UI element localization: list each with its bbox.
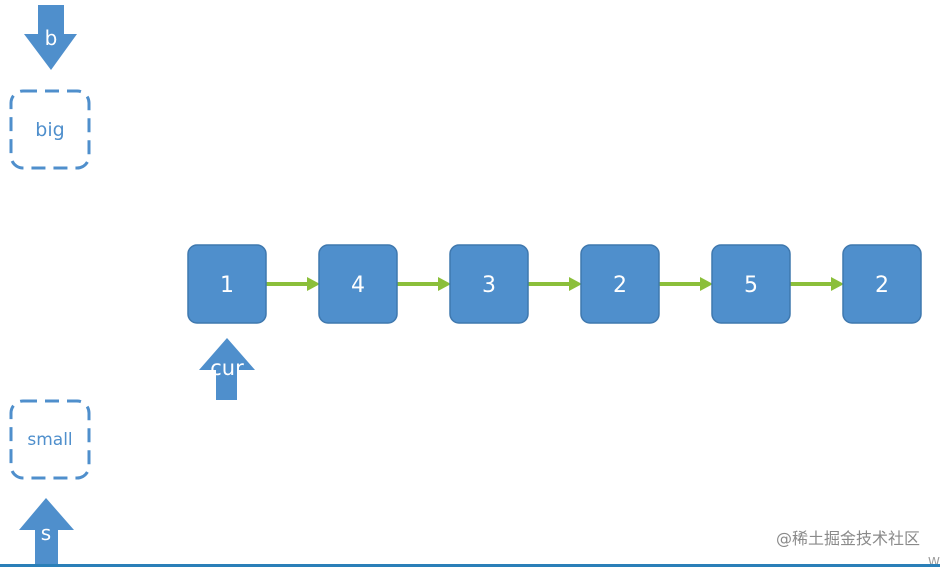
list-node-value: 2 — [875, 273, 889, 298]
list-node — [187, 244, 267, 324]
arrow-head-icon — [831, 277, 844, 291]
pointer-b-label: b — [45, 26, 58, 50]
pointer-cur-label: cur — [210, 356, 244, 380]
small-dashed-box — [9, 399, 91, 480]
pointer-b: b — [24, 5, 77, 70]
small-list-placeholder: small — [9, 399, 91, 480]
up-arrow-icon — [19, 498, 74, 567]
list-node-value: 4 — [351, 273, 365, 298]
list-node — [842, 244, 922, 324]
big-dashed-box — [9, 89, 91, 170]
list-node-value: 1 — [220, 273, 234, 298]
up-arrow-icon — [199, 338, 255, 400]
list-node — [711, 244, 791, 324]
pointer-cur: cur — [199, 338, 255, 400]
arrow-head-icon — [307, 277, 320, 291]
pointer-s: s — [19, 498, 74, 567]
arrow-head-icon — [700, 277, 713, 291]
big-list-placeholder: big — [9, 89, 91, 170]
list-node-value: 3 — [482, 273, 496, 298]
big-label: big — [35, 119, 64, 141]
list-node-value: 2 — [613, 273, 627, 298]
list-node — [449, 244, 529, 324]
small-label: small — [27, 430, 72, 450]
list-node — [580, 244, 660, 324]
arrow-head-icon — [569, 277, 582, 291]
pointer-s-label: s — [41, 521, 51, 545]
list-node — [318, 244, 398, 324]
linked-list: 1 4 3 2 5 2 — [187, 244, 922, 324]
list-node-value: 5 — [744, 273, 758, 298]
bottom-border — [0, 564, 940, 567]
watermark: @稀土掘金技术社区 — [775, 529, 920, 548]
down-arrow-icon — [24, 5, 77, 70]
arrow-head-icon — [438, 277, 451, 291]
